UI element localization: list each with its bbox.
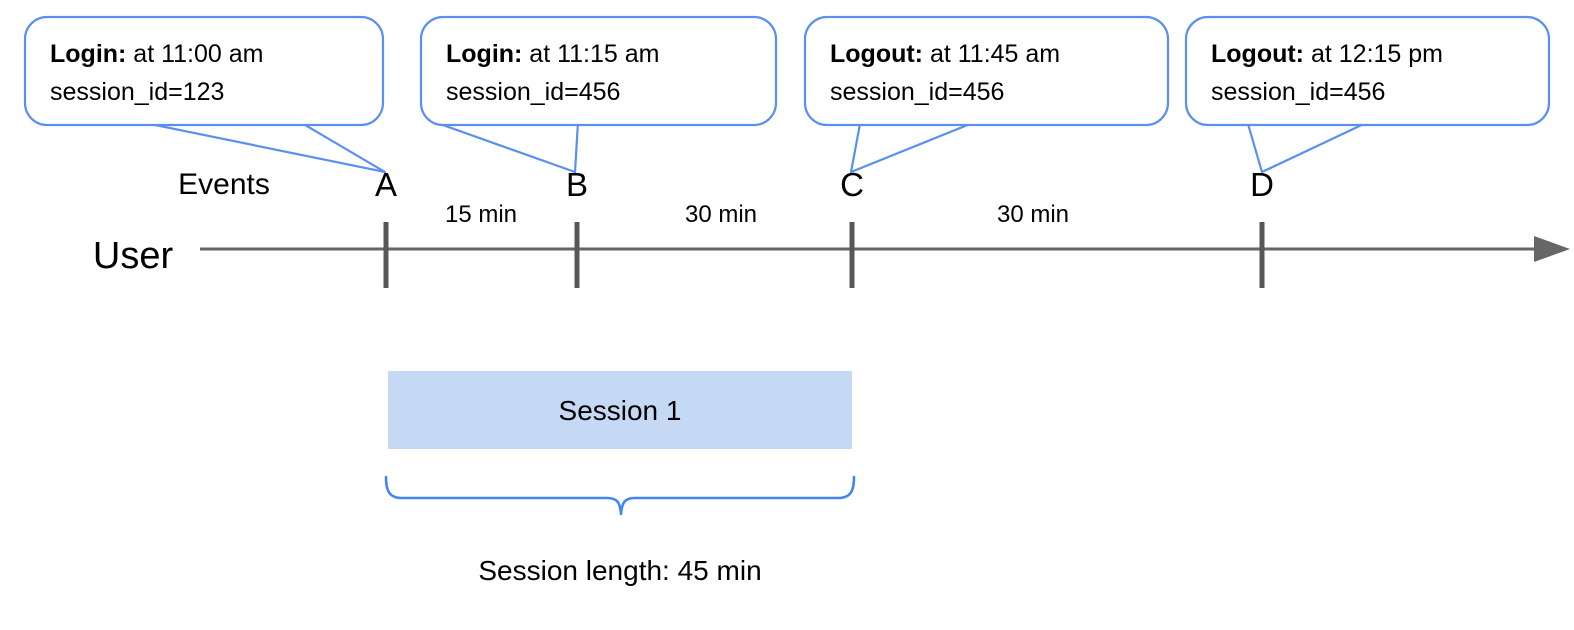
interval-label-c-d: 30 min — [997, 201, 1069, 228]
events-row-label: Events — [178, 168, 270, 201]
session-bar-label: Session 1 — [559, 395, 682, 426]
callout-line1-c: Logout: at 11:45 am — [830, 40, 1060, 68]
callout-line1-b: Login: at 11:15 am — [446, 40, 659, 68]
interval-label-b-c: 30 min — [685, 201, 757, 228]
callout-lead-a: Login: — [50, 40, 126, 68]
callout-body-d — [1184, 15, 1551, 127]
callout-lead-b: Login: — [446, 40, 522, 68]
callout-line2-b: session_id=456 — [446, 78, 620, 106]
session-length-caption: Session length: 45 min — [478, 555, 761, 586]
callout-line1-a: Login: at 11:00 am — [50, 40, 263, 68]
callout-line2-c: session_id=456 — [830, 78, 1004, 106]
marker-label-d: D — [1250, 166, 1274, 203]
callout-bubble-d[interactable]: Logout: at 12:15 pm session_id=456 — [1184, 15, 1551, 174]
marker-label-b: B — [566, 166, 588, 203]
callout-bubble-a[interactable]: Login: at 11:00 am session_id=123 — [23, 15, 387, 174]
session-bar[interactable] — [388, 371, 852, 449]
marker-label-a: A — [375, 166, 397, 203]
callout-line2-a: session_id=123 — [50, 78, 224, 106]
callout-rest-b: at 11:15 am — [522, 40, 659, 68]
callout-bubble-c[interactable]: Logout: at 11:45 am session_id=456 — [803, 15, 1170, 174]
timeline-arrow-icon — [1534, 236, 1570, 262]
callout-lead-c: Logout: — [830, 40, 923, 68]
callout-rest-a: at 11:00 am — [126, 40, 263, 68]
marker-label-c: C — [840, 166, 864, 203]
callout-body-b — [419, 15, 778, 127]
callout-tail-d — [1246, 120, 1370, 174]
callout-rest-c: at 11:45 am — [923, 40, 1060, 68]
interval-label-a-b: 15 min — [445, 201, 517, 228]
session-span-brace — [384, 475, 856, 516]
callout-line1-d: Logout: at 12:15 pm — [1211, 40, 1443, 68]
callout-tail-c — [849, 120, 977, 174]
user-row-label: User — [93, 235, 174, 277]
callout-line2-d: session_id=456 — [1211, 78, 1385, 106]
callout-body-c — [803, 15, 1170, 127]
callout-bubble-b[interactable]: Login: at 11:15 am session_id=456 — [419, 15, 778, 174]
callout-body-a — [23, 15, 385, 127]
callout-tail-a — [153, 120, 387, 174]
callout-tail-b — [438, 120, 580, 174]
callout-lead-d: Logout: — [1211, 40, 1304, 68]
callout-rest-d: at 12:15 pm — [1304, 40, 1443, 68]
